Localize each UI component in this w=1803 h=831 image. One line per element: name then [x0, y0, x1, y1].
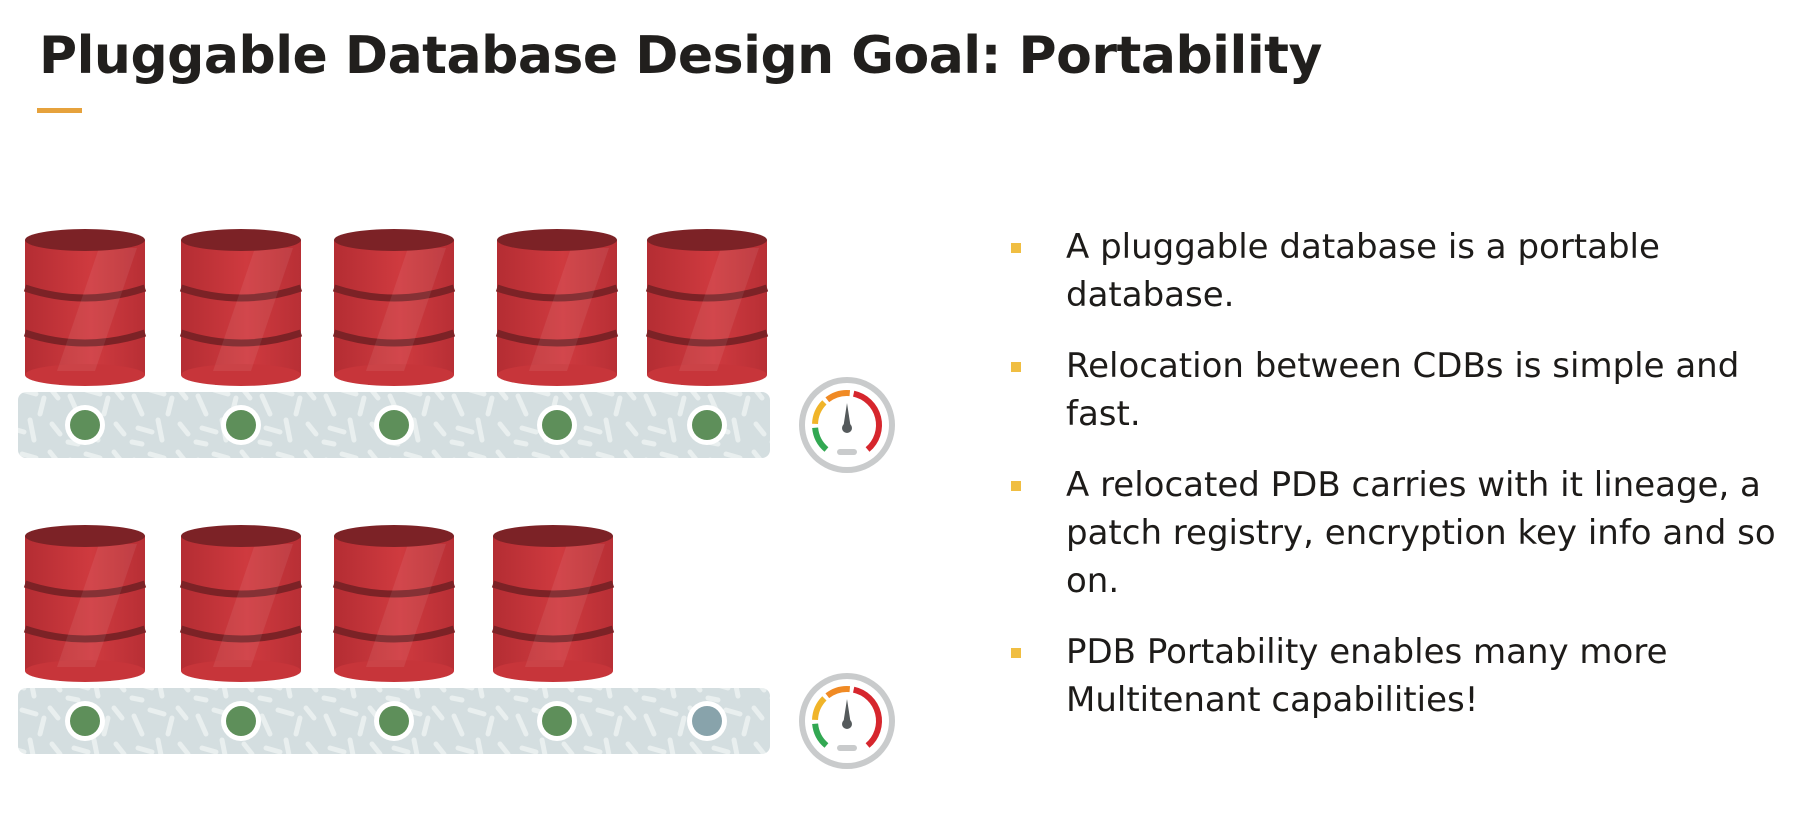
- bullet-text: Relocation between CDBs is simple and fa…: [1066, 346, 1740, 434]
- slot-filled: [692, 410, 722, 440]
- slot-filled: [226, 706, 256, 736]
- title-accent-bar: [37, 108, 82, 113]
- bullet-text: A relocated PDB carries with it lineage,…: [1066, 465, 1776, 601]
- bullet-text: A pluggable database is a portable datab…: [1066, 227, 1660, 315]
- slot-filled: [542, 410, 572, 440]
- bullet-marker-icon: [1011, 243, 1021, 253]
- pdb-database-icon: [332, 525, 456, 682]
- slot-filled: [379, 706, 409, 736]
- bullet-list: A pluggable database is a portable datab…: [1004, 223, 1794, 747]
- slot-filled: [379, 410, 409, 440]
- cdb-row-2: [18, 525, 895, 769]
- bullet-marker-icon: [1011, 362, 1021, 372]
- bullet-marker-icon: [1011, 648, 1021, 658]
- speedometer-gauge-icon: [799, 673, 895, 769]
- cdb-diagram: [18, 229, 895, 769]
- pdb-database-icon: [495, 229, 619, 386]
- slot-empty: [692, 706, 722, 736]
- pdb-database-icon: [179, 229, 303, 386]
- slot-filled: [70, 706, 100, 736]
- slot-filled: [226, 410, 256, 440]
- cdb-row-1: [18, 229, 895, 473]
- bullet-relocation: Relocation between CDBs is simple and fa…: [1004, 342, 1794, 438]
- bullet-capabilities: PDB Portability enables many more Multit…: [1004, 628, 1794, 724]
- slide-title: Pluggable Database Design Goal: Portabil…: [39, 26, 1322, 86]
- bullet-marker-icon: [1011, 481, 1021, 491]
- slot-filled: [70, 410, 100, 440]
- pdb-database-icon: [179, 525, 303, 682]
- pdb-database-icon: [491, 525, 615, 682]
- pdb-database-icon: [23, 229, 147, 386]
- bullet-portable-database: A pluggable database is a portable datab…: [1004, 223, 1794, 319]
- pdb-database-icon: [332, 229, 456, 386]
- bullet-text: PDB Portability enables many more Multit…: [1066, 632, 1668, 720]
- bullet-lineage: A relocated PDB carries with it lineage,…: [1004, 461, 1794, 605]
- slot-filled: [542, 706, 572, 736]
- speedometer-gauge-icon: [799, 377, 895, 473]
- pdb-database-icon: [23, 525, 147, 682]
- pdb-database-icon: [645, 229, 769, 386]
